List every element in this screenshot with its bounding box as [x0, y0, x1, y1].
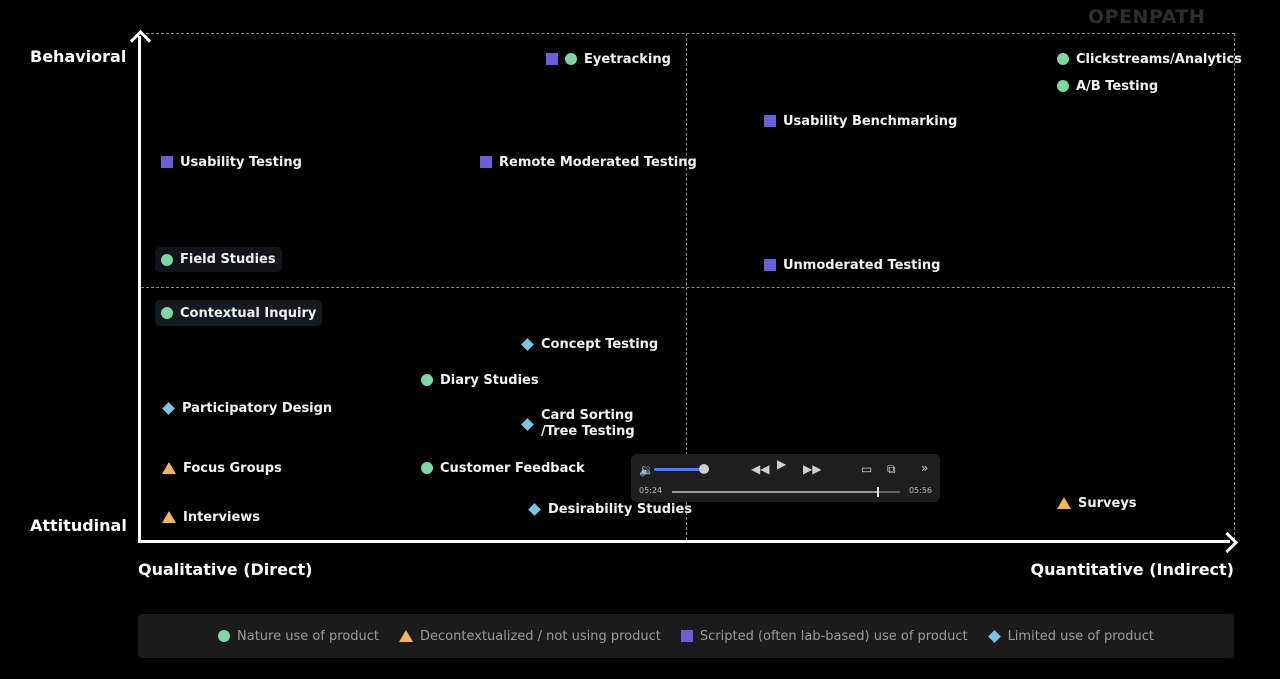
method-label: Concept Testing [541, 336, 659, 352]
circle-marker-icon [421, 462, 433, 474]
square-marker-icon [680, 630, 693, 642]
diamond-marker-icon [162, 401, 175, 415]
method-label: Surveys [1078, 495, 1137, 511]
triangle-marker-icon [399, 630, 414, 642]
method-label: Desirability Studies [548, 501, 693, 517]
method-label: Clickstreams/Analytics [1076, 51, 1242, 67]
method-desirability-studies: Desirability Studies [528, 498, 692, 520]
diamond-marker-icon [521, 337, 534, 351]
method-label: Usability Benchmarking [783, 113, 958, 129]
airplay-icon[interactable]: ▭ [861, 462, 873, 476]
legend-label: Limited use of product [1007, 628, 1154, 644]
legend-item-nature-use: Nature use of product [218, 629, 379, 644]
diamond-marker-icon [528, 502, 541, 516]
play-icon[interactable]: ▶ [777, 457, 787, 471]
method-card-sorting-tree-testing: Card Sorting /Tree Testing [521, 407, 635, 441]
method-eyetracking: Eyetracking [546, 48, 671, 70]
method-interviews: Interviews [162, 506, 260, 528]
volume-slider-knob[interactable] [698, 464, 709, 474]
method-customer-feedback: Customer Feedback [421, 457, 585, 479]
volume-slider-fill [654, 468, 704, 471]
method-remote-moderated-testing: Remote Moderated Testing [480, 151, 697, 173]
method-concept-testing: Concept Testing [521, 333, 658, 355]
fast-forward-icon[interactable]: ▶▶ [803, 462, 822, 476]
circle-marker-icon [1057, 80, 1069, 92]
end-time: 05:56 [908, 486, 932, 495]
y-axis-bottom-label: Attitudinal [30, 516, 127, 535]
method-label: Eyetracking [584, 51, 671, 67]
circle-marker-icon [421, 374, 433, 386]
method-contextual-inquiry[interactable]: Contextual Inquiry [155, 300, 323, 326]
square-marker-icon [546, 53, 558, 65]
method-usability-testing: Usability Testing [161, 151, 302, 173]
method-label: Focus Groups [183, 460, 282, 476]
picture-in-picture-icon[interactable]: ⧉ [887, 462, 896, 476]
method-diary-studies: Diary Studies [421, 369, 539, 391]
method-label: Usability Testing [180, 154, 302, 170]
method-participatory-design: Participatory Design [162, 397, 332, 419]
diamond-marker-icon [521, 417, 534, 431]
method-label: Interviews [183, 509, 261, 525]
more-icon[interactable]: » [921, 461, 929, 475]
square-marker-icon [764, 115, 776, 127]
method-label: Customer Feedback [440, 460, 585, 476]
square-marker-icon [161, 156, 173, 168]
triangle-marker-icon [1057, 497, 1071, 509]
triangle-marker-icon [162, 511, 176, 523]
y-axis-top-label: Behavioral [30, 47, 127, 66]
openpath-logo: OPENPATH [1088, 6, 1206, 28]
method-usability-benchmarking: Usability Benchmarking [764, 110, 957, 132]
y-axis [138, 36, 141, 543]
grid-line-right [1234, 33, 1235, 540]
method-focus-groups: Focus Groups [162, 457, 282, 479]
square-marker-icon [480, 156, 492, 168]
volume-slider[interactable] [654, 464, 709, 474]
legend-label: Decontextualized / not using product [420, 628, 661, 644]
method-field-studies[interactable]: Field Studies [155, 247, 282, 272]
method-label: Unmoderated Testing [783, 257, 941, 273]
method-label: Diary Studies [440, 372, 539, 388]
method-label: Field Studies [180, 252, 276, 267]
x-axis-left-label: Qualitative (Direct) [138, 560, 313, 579]
circle-marker-icon [161, 253, 173, 266]
triangle-marker-icon [162, 462, 176, 474]
method-label: Participatory Design [182, 400, 333, 416]
circle-marker-icon [1057, 53, 1069, 65]
x-axis-right-label: Quantitative (Indirect) [1030, 560, 1234, 579]
legend-item-scripted: Scripted (often lab-based) use of produc… [680, 628, 968, 644]
method-label: Contextual Inquiry [180, 305, 317, 321]
method-clickstreams-analytics: Clickstreams/Analytics [1057, 48, 1242, 70]
circle-marker-icon [565, 53, 577, 65]
method-ab-testing: A/B Testing [1057, 75, 1158, 97]
method-label: Card Sorting /Tree Testing [541, 408, 635, 439]
legend-label: Scripted (often lab-based) use of produc… [699, 628, 968, 644]
diamond-marker-icon [987, 629, 1001, 643]
method-label: Remote Moderated Testing [499, 154, 697, 170]
grid-line-horizontal-mid [141, 287, 1235, 288]
seek-bar-handle[interactable] [877, 487, 880, 497]
seek-bar-fill [672, 491, 878, 493]
seek-bar[interactable] [672, 487, 900, 497]
legend-label: Nature use of product [237, 628, 380, 644]
method-label: A/B Testing [1076, 78, 1159, 94]
grid-line-vertical-mid [686, 33, 687, 540]
video-player-controls[interactable]: 🔉 ◀◀ ▶ ▶▶ ▭ ⧉ » 05:24 05:56 [631, 454, 940, 502]
rewind-icon[interactable]: ◀◀ [751, 462, 770, 476]
circle-marker-icon [218, 630, 230, 642]
legend: Nature use of product Decontextualized /… [138, 614, 1234, 658]
method-unmoderated-testing: Unmoderated Testing [764, 254, 940, 276]
legend-item-decontextualized: Decontextualized / not using product [399, 629, 661, 644]
method-surveys: Surveys [1057, 492, 1137, 514]
circle-marker-icon [161, 307, 173, 319]
volume-icon[interactable]: 🔉 [639, 463, 654, 477]
x-axis [138, 540, 1230, 543]
legend-item-limited-use: Limited use of product [987, 628, 1154, 644]
grid-line-top [141, 33, 1235, 34]
current-time: 05:24 [639, 486, 663, 495]
square-marker-icon [764, 259, 776, 271]
